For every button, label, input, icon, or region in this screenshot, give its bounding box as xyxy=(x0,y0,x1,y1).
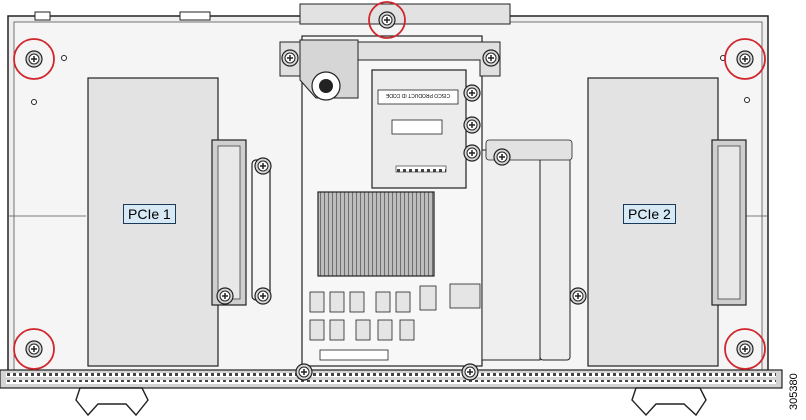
highlight-circle-bottom-left xyxy=(13,328,55,370)
chip-grid xyxy=(309,285,437,341)
ejector-levers xyxy=(75,387,707,417)
highlight-circle-top-left xyxy=(13,38,55,80)
highlight-circle-top-center xyxy=(368,1,406,39)
screw-highlight-circles xyxy=(13,1,766,370)
pcie-2-label: PCIe 2 xyxy=(623,204,676,224)
center-board: CISCO PRODUCT ID CODE xyxy=(279,35,573,367)
figure-id: 305380 xyxy=(788,373,800,410)
lever-icon-right xyxy=(631,387,707,417)
pcie-1-label: PCIe 1 xyxy=(123,204,176,224)
lever-icon-left xyxy=(75,387,149,417)
highlight-circle-bottom-right xyxy=(724,328,766,370)
highlight-circle-top-right xyxy=(724,38,766,80)
sticker-text: CISCO PRODUCT ID CODE xyxy=(385,92,450,98)
